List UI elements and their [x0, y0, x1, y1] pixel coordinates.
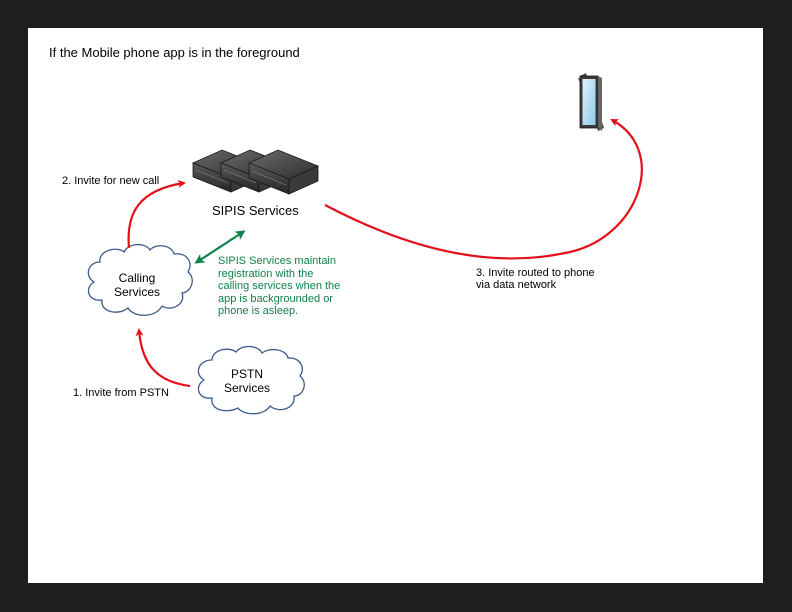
registration-note: SIPIS Services maintain registration wit…: [218, 255, 341, 317]
sipis-services-label: SIPIS Services: [212, 203, 299, 218]
step2-label: 2. Invite for new call: [62, 175, 160, 187]
step1-label: 1. Invite from PSTN: [73, 387, 169, 399]
arrow-step2-calling-to-sipis: [127, 179, 186, 249]
pstn-services-label: PSTN Services: [223, 367, 270, 395]
arrow-step1-pstn-to-calling: [135, 328, 191, 388]
registration-double-arrow: [194, 230, 246, 264]
calling-services-label: Calling Services: [113, 271, 160, 299]
step3-label: 3. Invite routed to phone via data netwo…: [476, 267, 595, 291]
calling-services-cloud[interactable]: [87, 243, 193, 316]
server-unit: [247, 149, 320, 195]
mobile-phone-icon: [578, 73, 604, 131]
pstn-services-cloud[interactable]: [197, 345, 305, 415]
diagram-title: If the Mobile phone app is in the foregr…: [49, 45, 300, 60]
server-stack-icon: [191, 149, 320, 195]
arrow-step3-sipis-to-phone: [324, 119, 643, 260]
